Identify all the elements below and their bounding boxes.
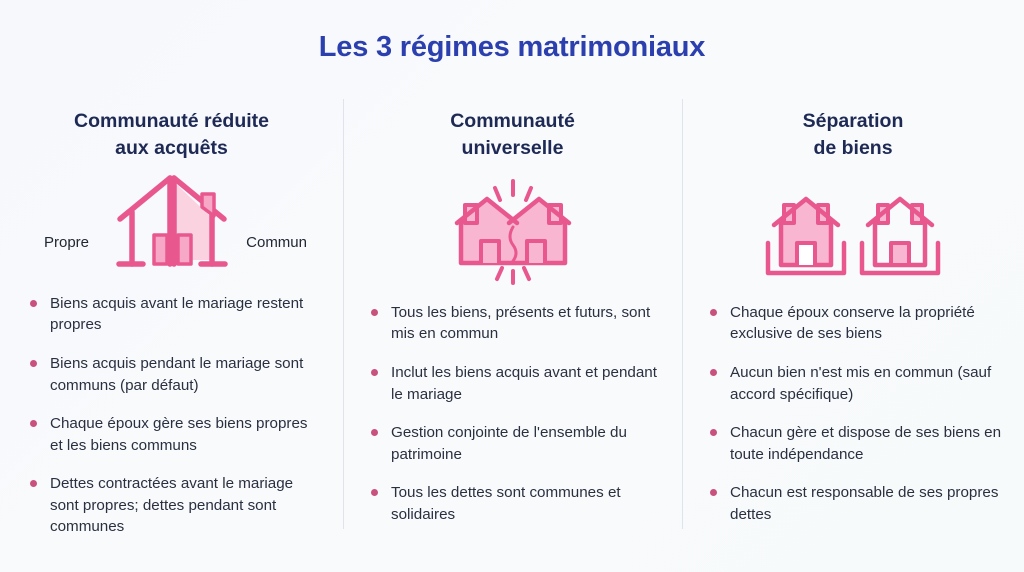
bullet-dot-icon — [371, 308, 378, 316]
column-divider-2 — [682, 99, 683, 529]
bullet-dot-icon — [710, 308, 717, 316]
illustration-label-propre: Propre — [44, 233, 90, 251]
list-item: Biens acquis pendant le mariage sont com… — [28, 353, 319, 396]
list-item-text: Dettes contractées avant le mariage sont… — [50, 475, 294, 536]
column-heading: Communauté universelle — [450, 110, 575, 159]
list-item: Tous les dettes sont communes et solidai… — [369, 482, 664, 525]
list-item-text: Chacun gère et dispose de ses biens en t… — [730, 424, 1002, 463]
list-item: Chaque époux gère ses biens propres et l… — [28, 413, 319, 456]
bullet-dot-icon — [371, 368, 378, 376]
list-item: Gestion conjointe de l'ensemble du patri… — [369, 422, 664, 465]
bullet-dot-icon — [371, 429, 378, 437]
illustration-merged-houses — [365, 170, 660, 288]
column-heading: Séparation de biens — [802, 110, 904, 159]
columns-container: Communauté réduite aux acquêts Propre Co… — [0, 98, 1024, 538]
list-item: Dettes contractées avant le mariage sont… — [28, 473, 319, 538]
illustration-split-house: Propre Commun — [26, 170, 317, 279]
illustration-two-houses — [704, 170, 1002, 288]
list-item-text: Chaque époux gère ses biens propres et l… — [50, 415, 308, 454]
bullet-dot-icon — [710, 368, 717, 376]
bullet-list: Tous les biens, présents et futurs, sont… — [361, 302, 664, 526]
merged-houses-sparkle-icon — [454, 178, 571, 285]
bullet-dot-icon — [30, 359, 37, 367]
bullet-dot-icon — [30, 299, 37, 307]
list-item-text: Gestion conjointe de l'ensemble du patri… — [391, 424, 627, 463]
split-house-icon — [115, 175, 228, 268]
list-item-text: Biens acquis avant le mariage restent pr… — [50, 294, 304, 334]
bullet-list: Chaque époux conserve la propriété exclu… — [700, 302, 1006, 526]
list-item-text: Chaque époux conserve la propriété exclu… — [730, 303, 975, 343]
list-item: Chacun est responsable de ses propres de… — [708, 482, 1006, 525]
list-item-text: Aucun bien n'est mis en commun (sauf acc… — [730, 363, 992, 403]
bullet-list: Biens acquis avant le mariage restent pr… — [24, 293, 319, 538]
list-item-text: Tous les dettes sont communes et solidai… — [391, 484, 621, 523]
column-communaute-universelle: Communauté universelle — [343, 98, 682, 538]
list-item-text: Biens acquis pendant le mariage sont com… — [50, 354, 304, 394]
bullet-dot-icon — [710, 489, 717, 497]
bullet-dot-icon — [30, 480, 37, 488]
list-item-text: Chacun est responsable de ses propres de… — [730, 484, 999, 523]
column-heading: Communauté réduite aux acquêts — [73, 110, 270, 159]
column-communaute-reduite: Communauté réduite aux acquêts Propre Co… — [0, 98, 343, 538]
list-item: Aucun bien n'est mis en commun (sauf acc… — [708, 362, 1006, 405]
list-item: Chacun gère et dispose de ses biens en t… — [708, 422, 1006, 465]
bullet-dot-icon — [30, 420, 37, 428]
list-item: Chaque époux conserve la propriété exclu… — [708, 302, 1006, 345]
list-item-text: Inclut les biens acquis avant et pendant… — [391, 363, 657, 403]
list-item-text: Tous les biens, présents et futurs, sont… — [391, 303, 651, 343]
page-title: Les 3 régimes matrimoniaux — [318, 31, 706, 63]
bullet-dot-icon — [710, 429, 717, 437]
column-divider-1 — [343, 99, 344, 529]
bullet-dot-icon — [371, 489, 378, 497]
list-item: Inclut les biens acquis avant et pendant… — [369, 362, 664, 405]
list-item: Tous les biens, présents et futurs, sont… — [369, 302, 664, 345]
column-separation-de-biens: Séparation de biens — [682, 98, 1024, 538]
two-separate-houses-icon — [765, 196, 941, 276]
illustration-label-commun: Commun — [246, 233, 307, 251]
list-item: Biens acquis avant le mariage restent pr… — [28, 293, 319, 336]
